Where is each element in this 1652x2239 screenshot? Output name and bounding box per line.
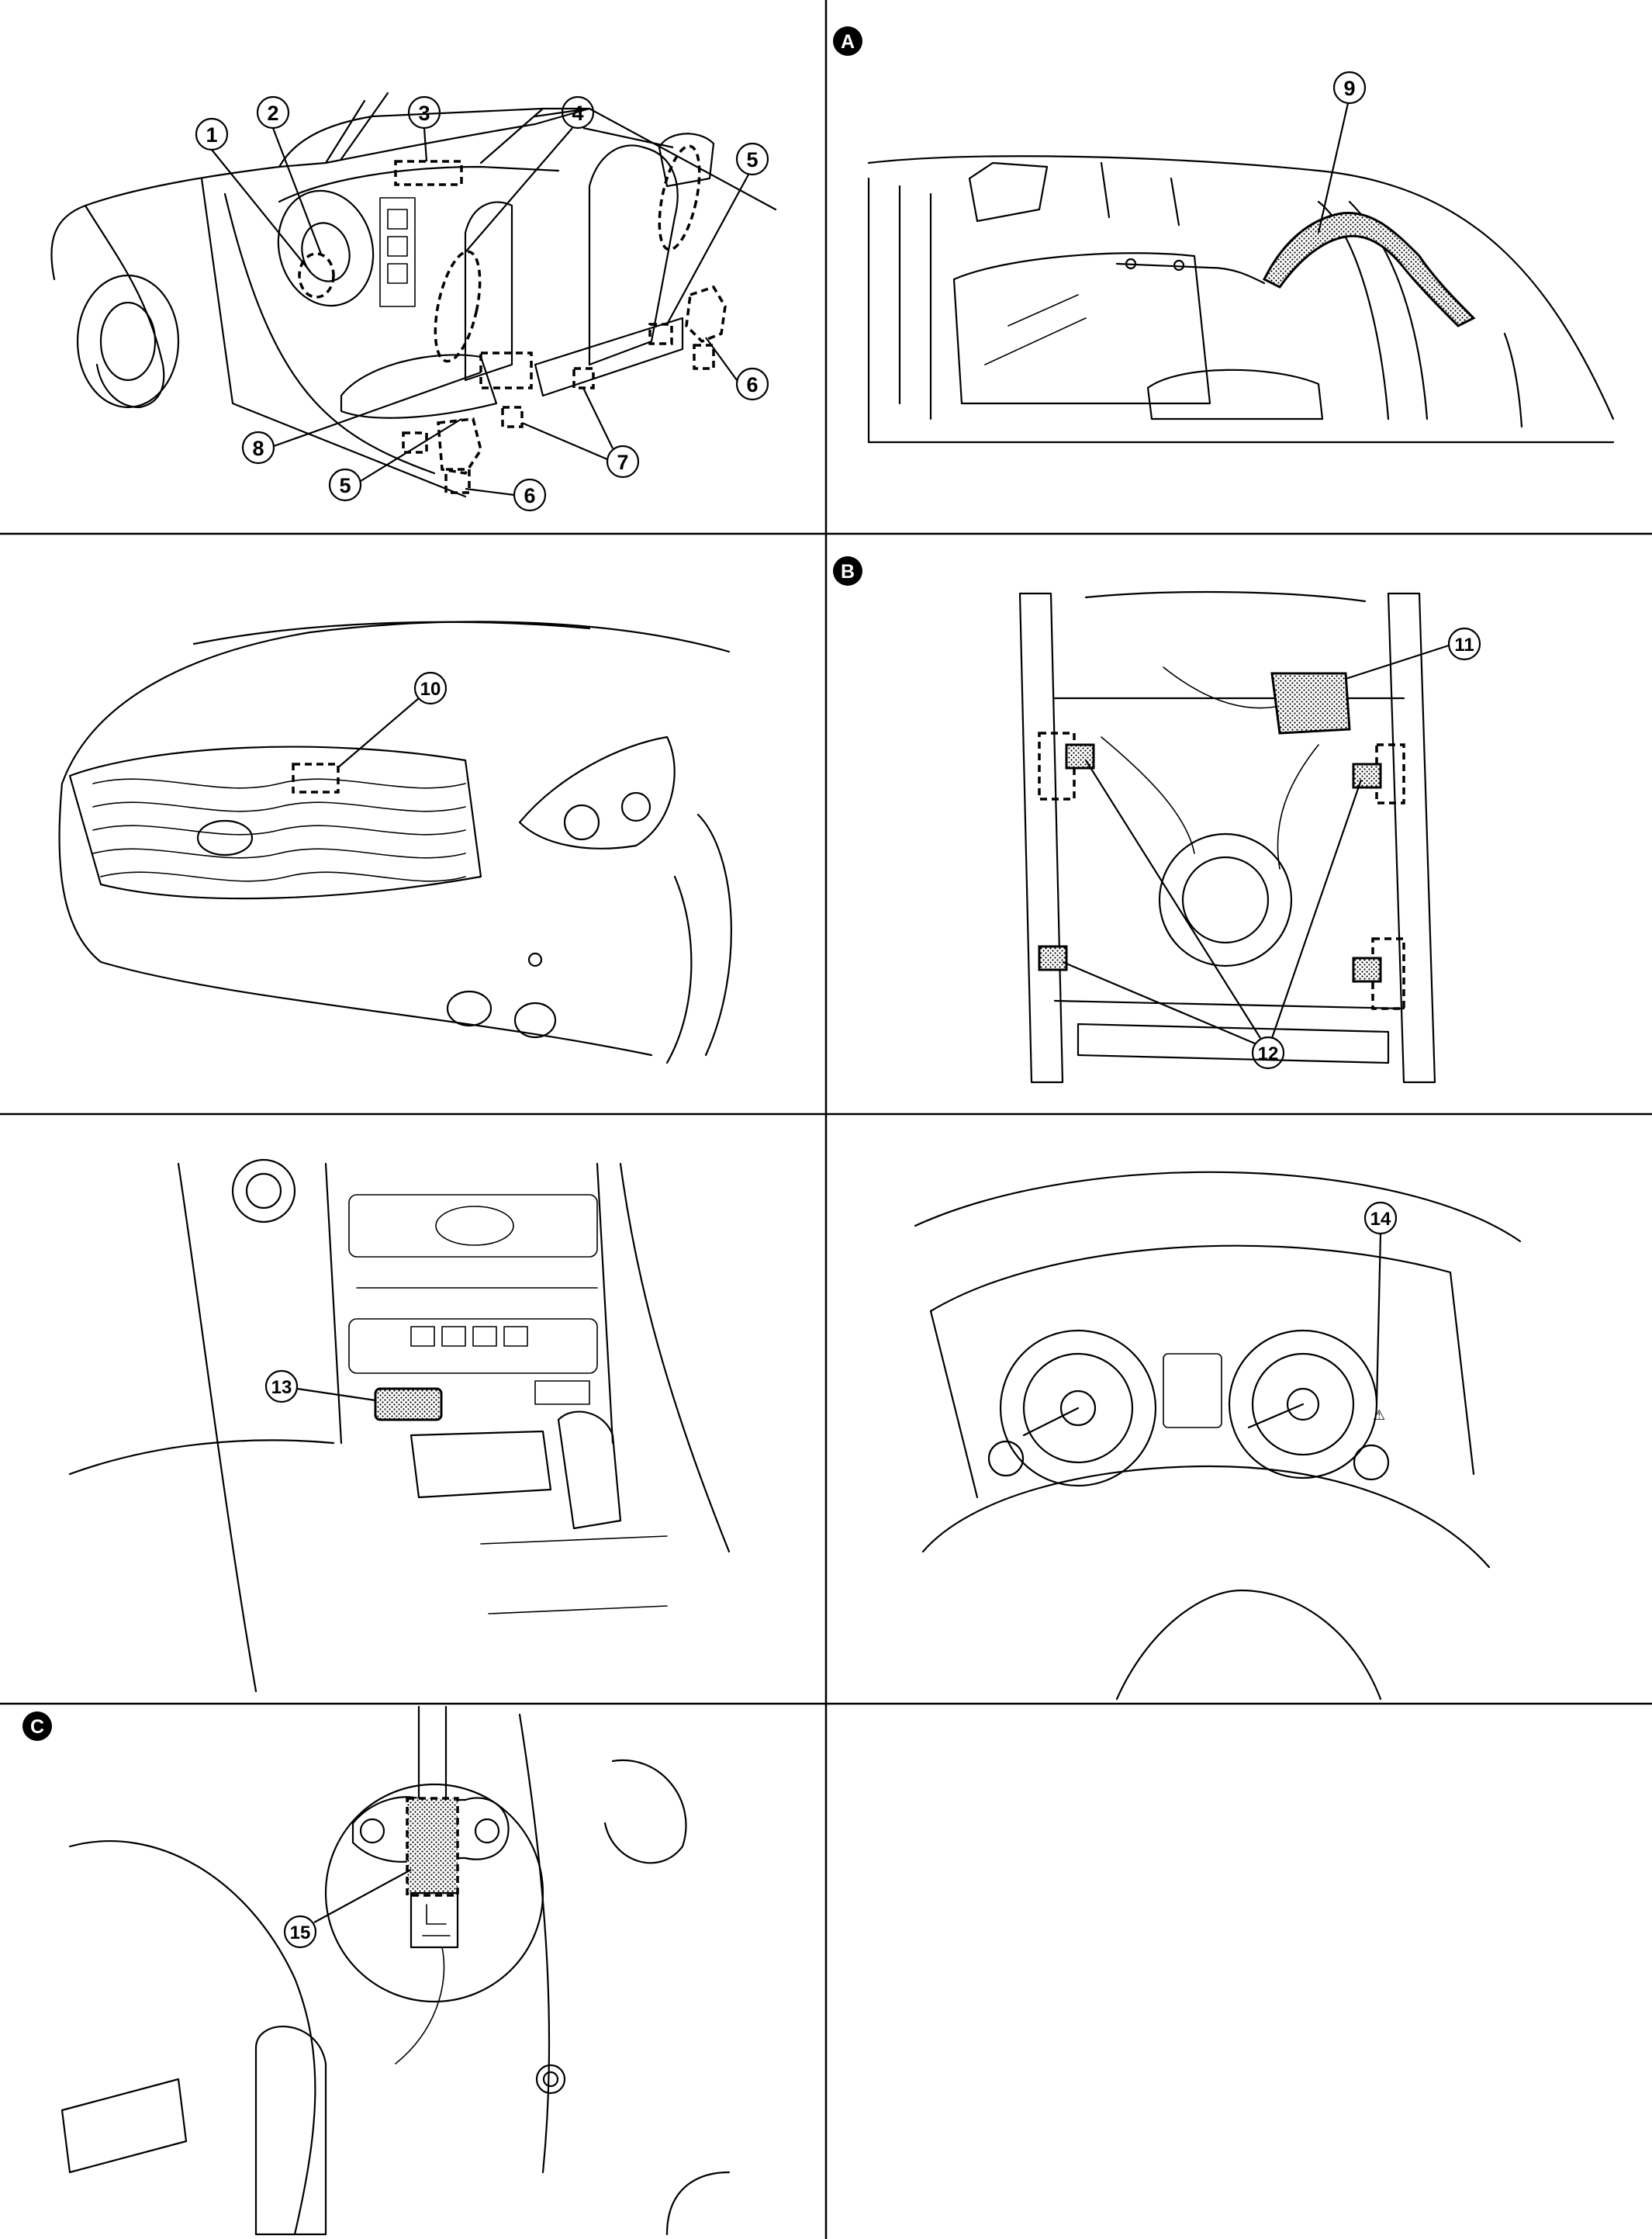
- svg-text:B: B: [841, 561, 855, 583]
- callout-4: 4: [465, 95, 674, 253]
- svg-text:1: 1: [206, 123, 217, 147]
- svg-text:12: 12: [1258, 1043, 1279, 1064]
- svg-text:11: 11: [1454, 635, 1474, 656]
- panel-mid-left: 10: [58, 621, 732, 1064]
- svg-text:5: 5: [339, 474, 351, 497]
- svg-text:6: 6: [524, 484, 535, 507]
- svg-text:13: 13: [271, 1377, 292, 1398]
- panel-top-left: 1 2 3 4 5 5 6: [50, 92, 777, 512]
- callout-8: 8: [241, 371, 482, 465]
- callout-10: 10: [337, 671, 448, 769]
- instrument-cluster-drawing: ⚠: [914, 1171, 1522, 1701]
- svg-text:6: 6: [746, 373, 758, 396]
- callout-14: 14: [1363, 1201, 1398, 1405]
- callout-2: 2: [256, 95, 323, 257]
- svg-text:2: 2: [267, 102, 278, 125]
- callout-5-left: 5: [328, 418, 462, 502]
- svg-text:4: 4: [572, 102, 583, 125]
- callout-11: 11: [1345, 627, 1481, 680]
- callout-5-right: 5: [666, 142, 769, 325]
- callout-6-right: 6: [705, 337, 769, 401]
- svg-text:10: 10: [420, 679, 441, 700]
- callout-9: 9: [1317, 71, 1367, 234]
- vehicle-interior-drawing: [50, 92, 777, 498]
- roof-interior-drawing: [867, 155, 1615, 444]
- view-label-c: C: [22, 1711, 52, 1741]
- view-label-b: B: [833, 556, 862, 586]
- svg-text:14: 14: [1370, 1209, 1391, 1230]
- panel-top-right: A 9: [833, 26, 1615, 444]
- svg-text:8: 8: [252, 437, 264, 460]
- panel-bottom-left: C 15: [22, 1705, 731, 2236]
- panel-low-left: 13: [68, 1158, 731, 1693]
- callout-3: 3: [407, 95, 441, 162]
- callout-1: 1: [195, 117, 311, 272]
- panel-mid-right: B 11: [833, 556, 1481, 1084]
- view-label-a: A: [833, 26, 862, 56]
- callout-15: 15: [283, 1869, 412, 1949]
- seat-frame-drawing: [1018, 590, 1436, 1084]
- strut-sensor-drawing: [60, 1705, 731, 2236]
- callout-7: 7: [521, 387, 640, 479]
- svg-text:15: 15: [290, 1922, 311, 1943]
- callout-13: 13: [264, 1369, 376, 1403]
- vehicle-front-drawing: [58, 621, 732, 1064]
- callout-12: 12: [1062, 760, 1363, 1070]
- panel-low-right: ⚠ 14: [914, 1171, 1522, 1701]
- svg-text:5: 5: [746, 148, 758, 171]
- svg-text:3: 3: [418, 102, 430, 125]
- callout-6-left: 6: [465, 478, 547, 512]
- center-console-drawing: [68, 1158, 731, 1693]
- svg-text:9: 9: [1343, 77, 1355, 100]
- svg-text:7: 7: [617, 451, 628, 474]
- svg-text:A: A: [841, 31, 855, 53]
- svg-text:⚠: ⚠: [1373, 1407, 1385, 1423]
- svg-text:C: C: [30, 1716, 44, 1738]
